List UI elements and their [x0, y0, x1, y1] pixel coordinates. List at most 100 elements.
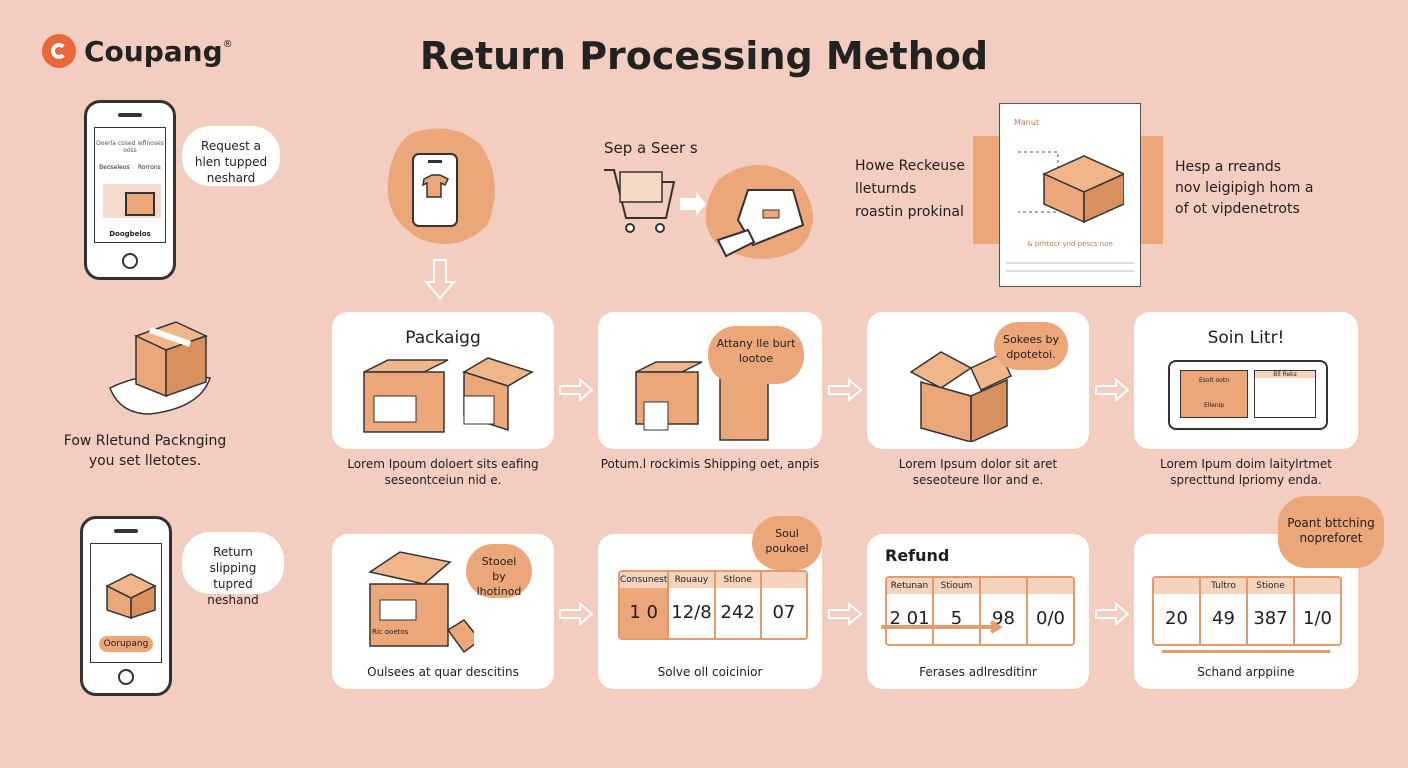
doc-step-line: Howe Reckeuse: [855, 158, 966, 174]
phone-screen-tag: Beoseleos: [99, 164, 130, 171]
packaging-box-illustration: [109, 321, 211, 415]
phone-screen-header: Ooerla cosed ieflnoses ooss: [96, 140, 164, 154]
coupang-logo-icon: [42, 34, 76, 68]
doc-box-icon: [1018, 151, 1124, 224]
table-cell: 387: [1253, 608, 1288, 629]
step-caption: seseontceiun nid e.: [384, 473, 502, 487]
step-caption: Lorem Ipoum doloert sits eafing: [347, 457, 539, 471]
step-caption: Oulsees at quar descitins: [367, 665, 519, 679]
inspection-bubble: Soul poukoel: [752, 516, 822, 570]
step-caption: Potum.l rockimis Shipping oet, anpis: [600, 457, 820, 471]
open-box-icon: [909, 351, 1012, 442]
right-arrow-icon: [828, 602, 863, 626]
table-header: Stioum: [934, 578, 979, 594]
down-arrow-icon: [424, 259, 456, 300]
doc-step-line: roastin prokinal: [855, 204, 964, 220]
table-cell: 98: [992, 608, 1015, 629]
table-header: [1154, 578, 1199, 594]
open-box-bubble: Sokees by dpotetoi.: [994, 322, 1068, 370]
drop-off-bubble: Stooel by lhotinod: [466, 544, 532, 598]
label-screen-text: Bll Reks: [1255, 371, 1315, 378]
phone-screen-image: [103, 184, 161, 218]
table-cell: 5: [950, 608, 963, 629]
doc-footer: & prhtocr ynd pescs noe: [1027, 240, 1113, 248]
step-caption: sprecttund lpriomy enda.: [1170, 473, 1322, 487]
packaging-label-line: you set lletotes.: [88, 453, 202, 469]
step-caption: seseoteure llor and e.: [912, 473, 1044, 487]
right-arrow-icon: [559, 602, 594, 626]
step-card-label: Soin Litr! Esolt ootn Ellenip Bll Reks: [1134, 312, 1358, 449]
packaging-boxes-icon: [363, 357, 534, 433]
box-label-text: Ric ooetos: [372, 628, 409, 636]
refund-progress-arrow-icon: [881, 620, 1003, 634]
table-cell: 2 01: [889, 608, 930, 629]
step-caption: Schand arppiine: [1197, 665, 1295, 679]
page-title: Return Processing Method: [419, 34, 989, 78]
drop-off-box-icon: [368, 551, 474, 654]
doc-step-line: lleturnds: [855, 181, 917, 197]
request-return-bubble: Request a hlen tupped neshard: [182, 126, 280, 186]
return-document: Manut & prhtocr ynd pescs noe: [999, 103, 1141, 287]
table-cell: 1/0: [1303, 608, 1332, 629]
cart-step-label: Sep a Seer s: [604, 139, 698, 157]
step-card-title: Refund: [885, 546, 950, 565]
step-caption: Ferases adlresditinr: [919, 665, 1037, 679]
right-arrow-icon: [559, 378, 594, 402]
table-header: Tultro: [1201, 578, 1246, 594]
step-card-completion: 20 Tultro 49 Stione 387 1/0 Schand arppiin…: [1134, 534, 1358, 689]
table-cell: 49: [1212, 608, 1235, 629]
phone-screen-footer: Doogbelos: [109, 230, 151, 238]
completion-table: 20 Tultro 49 Stione 387 1/0: [1152, 576, 1342, 646]
step-card-refund: Refund Retunan 2 01 Stioum 5 98 0/0 Ferase…: [867, 534, 1089, 689]
return-shipping-bubble: Return slipping tupred neshand: [182, 532, 284, 607]
table-header: Consunest: [620, 572, 668, 588]
phone-illustration-top: Ooerla cosed ieflnoses ooss Beoseleos Ro…: [84, 100, 176, 280]
table-header: [761, 572, 806, 588]
cart-and-handover-illustration: [604, 165, 813, 259]
table-cell: 12/8: [671, 602, 712, 623]
phone-home-button-icon: [122, 253, 138, 269]
table-cell: 07: [772, 602, 796, 623]
refund-table: Retunan 2 01 Stioum 5 98 0/0: [885, 576, 1075, 646]
step-card-title: Packaigg: [405, 328, 481, 348]
phone-illustration-bottom: Oorupang: [80, 516, 172, 696]
table-header: Rouauy: [669, 572, 714, 588]
brand-name: Coupang: [84, 34, 223, 68]
step-caption: Lorem Ipsum dolor sit aret: [898, 457, 1058, 471]
right-arrow-icon: [1095, 602, 1130, 626]
table-header: [981, 578, 1026, 594]
right-step-line: nov leigipigh hom a: [1175, 180, 1314, 196]
doc-header: Manut: [1014, 118, 1040, 127]
step-card-title: Soin Litr!: [1207, 328, 1285, 348]
step-caption: Lorem Ipum doim laitylrtmet: [1159, 457, 1332, 471]
right-step-line: of ot vipdenetrots: [1175, 201, 1300, 217]
brand-logo: Coupang ®: [42, 34, 233, 68]
table-cell: 20: [1165, 608, 1188, 629]
table-header: Stione: [1248, 578, 1293, 594]
label-screen-text: Esolt ootn: [1198, 377, 1229, 384]
right-step-line: Hesp a rreands: [1175, 159, 1282, 175]
phone-box-icon: [105, 573, 157, 620]
table-cell: 1 0: [620, 588, 668, 638]
shipping-bubble: Attany lle burt lootoe: [708, 326, 804, 384]
right-arrow-icon: [828, 378, 863, 402]
product-tag-illustration: [387, 128, 495, 244]
table-cell: 242: [720, 602, 755, 623]
step-caption: Solve oll coicinior: [657, 665, 763, 679]
table-header: [1295, 578, 1340, 594]
completion-bubble: Poant bttching nopreforet: [1278, 496, 1384, 568]
phone-screen-tag: Rorrons: [137, 164, 161, 171]
step-card-packaging: Packaigg: [332, 312, 554, 449]
table-cell: 0/0: [1036, 608, 1065, 629]
packaging-label-line: Fow Rletund Packnging: [63, 433, 227, 449]
right-arrow-icon: [1095, 378, 1130, 402]
phone-home-button-icon: [118, 669, 134, 685]
table-header: [1028, 578, 1073, 594]
table-header: Stlone: [715, 572, 760, 588]
phone-action-button[interactable]: Oorupang: [99, 636, 153, 652]
label-screen: Esolt ootn Ellenip Bll Reks: [1168, 360, 1328, 430]
table-header: Retunan: [887, 578, 932, 594]
label-screen-text: Ellenip: [1203, 402, 1225, 409]
brand-registered-mark: ®: [222, 38, 233, 50]
